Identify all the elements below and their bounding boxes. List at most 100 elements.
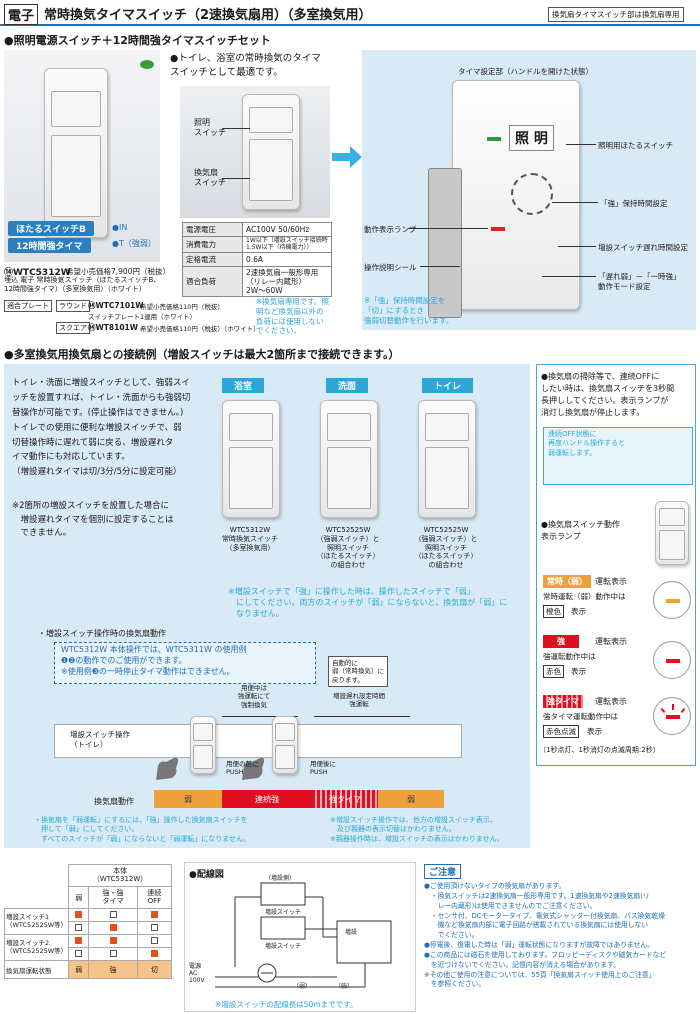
wiring-title: ●配線図 [189,870,224,880]
side-box: 連続OFF状態に 再度ハンドル操作すると 弱運転します。 [543,427,693,485]
red-lamp-icon-2 [653,641,691,679]
fan-switch-label: 換気扇 スイッチ [194,168,226,187]
wiring-panel: ●配線図 （増設側） 増設スイッチ 増設 増設スイッチ 電源 AC 100V （… [184,862,416,1012]
blink-lamp-icon [653,697,691,735]
side-text-1: ●換気扇の掃除等で、連続OFFに したい時は、換気扇スイッチを3秒間 長押しして… [541,372,675,417]
ind1-text: 運転表示 [595,577,627,586]
caption-toilet: WTC52525W （強弱スイッチ）と 照明スイッチ （ほたるスイッチ） の組合… [414,526,478,569]
bar-weak-1: 弱 [154,790,222,808]
room-bath-label: 浴室 [222,378,265,393]
side-panel: ●換気扇の掃除等で、連続OFFに したい時は、換気扇スイッチを3秒間 長押しして… [536,364,696,766]
bar-timer: 強タイマ [312,790,378,808]
op-row-label: 増設スイッチ操作 （トイレ） [70,730,130,749]
ind3-text: 運転表示 [595,697,627,706]
hotaru-badge: ほたるスイッチB [8,221,94,236]
round-model: ⑭WTC7101W [88,301,144,310]
ind-note: （1秒点灯、1秒消灯の点滅周期:2秒） [539,746,660,754]
square-price: 希望小売価格110円（税抜）（ホワイト） [140,325,260,333]
caution-text: ●ご使用頂けないタイプの換気扇があります。 ・換気スイッチは2速換気扇一般形専用… [424,882,667,989]
orange-lamp-icon [653,581,691,619]
callout-hold: 「強」保持時間設定 [600,199,668,208]
state-table: 本体 （WTC5312W） 弱強・強 タイマ連続 OFF 増設スイッチ1 （WT… [3,864,173,979]
caution-panel: ご注意 ●ご使用頂けないタイプの換気扇があります。 ・換気スイッチは2速換気扇一… [422,864,696,1012]
fan-timeline: 弱 連続強 強タイマ 弱 [154,790,444,808]
product-price: 希望小売価格7,900円（税抜） [66,267,170,276]
push1-label: 用便の前に PUSH [226,760,259,777]
product-switch [44,68,108,238]
ind3-sub: 強タイマ運転動作中は [543,712,618,721]
intro-note: ※2箇所の増設スイッチを設置した場合に 増設遅れタイマを個別に設定することは で… [12,501,174,539]
ind2-after: 表示 [571,667,586,676]
side-title-2: ●換気扇スイッチ動作 表示ランプ [541,520,620,541]
timer-title: タイマ設定部（ハンドルを開けた状態） [458,67,593,76]
room-wash-label: 洗面 [326,378,369,393]
ind3-after: 表示 [587,727,602,736]
hand-icon-2 [242,757,265,780]
header-note: 換気扇タイマスイッチ部は換気扇専用 [548,7,684,22]
push2-label: 用便後に PUSH [310,760,336,777]
hand-icon [156,757,179,780]
section2-title: ●多室換気用換気扇との接続例（増設スイッチは最大2箇所まで接続できます。） [4,348,400,361]
wiring-note: ※増設スイッチの配線長は50mまでです。 [215,1000,358,1009]
square-model: ⑭WT8101W [88,323,139,332]
callout-hotaru: 照明用ほたるスイッチ [598,141,673,150]
warning-text: ※増設スイッチで「強」に操作した時は、操作したスイッチで「弱」 にしてください。… [228,587,508,619]
ind2-sub: 強運転動作中は [543,652,596,661]
bar-weak-2: 弱 [378,790,444,808]
page-title: 常時換気タイマスイッチ（2速換気扇用）（多室換気用） [44,8,372,23]
footnote-1: ・換気扇を「弱運転」にするには、「強」操作した換気扇スイッチを 押して「弱」にし… [34,816,251,843]
product-photo [4,50,160,262]
ind2-tag: 強 [543,635,579,648]
wiring-label-f: （弱） [293,983,312,990]
push-switch-1 [190,716,216,774]
fan-row-label: 換気扇動作 [94,797,134,806]
switch-illustration [180,86,330,218]
product-desc: 埋込 電子 常時換気スイッチ（ほたるスイッチB、 12時間強タイマ）（多室換気用… [4,276,161,294]
spec-note: ※換気扇専用です。照 明など換気扇以外の 負荷には使用しない でください。 [256,297,330,336]
square-label: スクエア [56,322,90,334]
ind3-color: 赤色点滅 [543,725,579,738]
bar-strong: 連続強 [222,790,312,808]
wash-switch [320,400,378,518]
category-tag: 電子 [4,4,39,25]
caption-bath: WTC5312W 常時換気スイッチ （多室換気用） [222,526,278,552]
arrow-right-icon [332,146,362,168]
auto-return-note: 自動的に 弱（常時換気）に 戻ります。 [328,656,388,688]
ind1-sub: 常時運転（弱）動作中は [543,592,626,601]
header-bar: 電子 常時換気タイマスイッチ（2速換気扇用）（多室換気用） 換気扇タイマスイッチ… [0,0,700,26]
callout-mode: 「遅れ弱」－「一時強」 動作モード設定 [598,272,681,291]
light-indicator-label: 照 明 [509,125,554,151]
toilet-switch [418,400,476,518]
wiring-label-d: 増設スイッチ [265,943,302,950]
delay-label: 増設遅れ設定時間 強運転 [333,692,385,709]
operation-title: ・増設スイッチ操作時の換気扇動作 [38,629,166,638]
timer-device: 照 明 [452,80,580,310]
timer-badge: 12時間強タイマ [8,238,91,253]
footnote-2: ※増設スイッチ操作では、他方の増設スイッチ表示、 及び親器の表示切替はかわりませ… [330,816,504,843]
round-desc: スイッチプレート1連用（ホワイト） [88,313,197,321]
timer-dial [511,173,553,215]
certification-mark-icon [140,60,154,69]
ind1-color: 橙色 [543,605,564,618]
intro-text: トイレ・洗面に増設スイッチとして、強弱スイ ッチを設置すれば、トイレ・洗面からも… [12,378,191,478]
green-lamp-icon [487,137,501,141]
lamp-label: 動作表示ランプ [364,225,417,234]
wiring-diagram [215,882,392,988]
ind1-after: 表示 [571,607,586,616]
push-switch-2 [272,716,298,774]
op-row-bg [54,724,462,758]
usage-bullet: ●トイレ、浴室の常時換気のタイマ スイッチとして最適です。 [170,53,321,78]
ind2-color: 赤色 [543,665,564,678]
connection-panel: トイレ・洗面に増設スイッチとして、強弱スイ ッチを設置すれば、トイレ・洗面からも… [4,364,530,848]
badge2-note: ●T（強弱） [112,239,156,248]
wiring-label-c: 増設 [345,929,358,936]
section1-title: ●照明電源スイッチ＋12時間強タイマスイッチセット [4,34,271,47]
round-label: ラウンド [56,300,90,312]
indicator-switch [655,501,689,565]
bath-switch [222,400,280,518]
sticker-label: 操作説明シール [364,263,417,272]
plate-label: 適合プレート [4,300,52,312]
timer-note: ※「強」保持時間設定を 「切」にするとき 強弱切替動作を行います。 [364,296,454,325]
ind3-tag: 強タイマ [543,695,583,708]
